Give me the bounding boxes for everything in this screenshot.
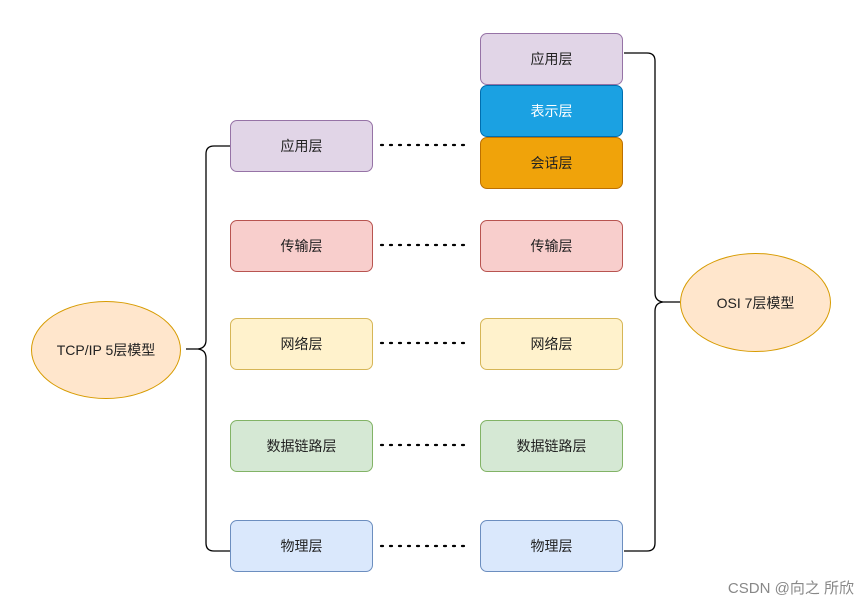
osi-layer-label: 会话层: [530, 155, 573, 171]
tcp-layer-datalink: 数据链路层: [230, 420, 373, 472]
tcp-layer-label: 应用层: [280, 138, 323, 154]
tcp-layer-label: 传输层: [280, 238, 323, 254]
osi-layer-presentation: 表示层: [480, 85, 623, 137]
tcp-layer-network: 网络层: [230, 318, 373, 370]
tcp-layer-application: 应用层: [230, 120, 373, 172]
tcp-layer-label: 物理层: [280, 538, 323, 554]
tcp-layer-physical: 物理层: [230, 520, 373, 572]
osi-layer-application: 应用层: [480, 33, 623, 85]
tcp-layer-transport: 传输层: [230, 220, 373, 272]
osi-layer-label: 表示层: [530, 103, 573, 119]
osi-layer-transport: 传输层: [480, 220, 623, 272]
osi-layer-label: 物理层: [530, 538, 573, 554]
osi-bracket: [624, 52, 680, 552]
osi-layer-label: 应用层: [530, 51, 573, 67]
osi-layer-session: 会话层: [480, 137, 623, 189]
tcp-model-ellipse: TCP/IP 5层模型: [31, 301, 181, 399]
osi-model-title: OSI 7层模型: [716, 294, 795, 311]
osi-layer-datalink: 数据链路层: [480, 420, 623, 472]
osi-layer-label: 传输层: [530, 238, 573, 254]
osi-model-ellipse: OSI 7层模型: [680, 253, 831, 352]
osi-layer-physical: 物理层: [480, 520, 623, 572]
osi-layer-label: 数据链路层: [516, 438, 587, 454]
tcp-model-title: TCP/IP 5层模型: [56, 342, 156, 358]
tcp-bracket: [186, 145, 230, 552]
osi-layer-label: 网络层: [530, 336, 573, 352]
tcp-layer-label: 网络层: [280, 336, 323, 352]
tcp-layer-label: 数据链路层: [266, 438, 337, 454]
watermark: CSDN @向之 所欣: [727, 580, 854, 597]
osi-layer-network: 网络层: [480, 318, 623, 370]
